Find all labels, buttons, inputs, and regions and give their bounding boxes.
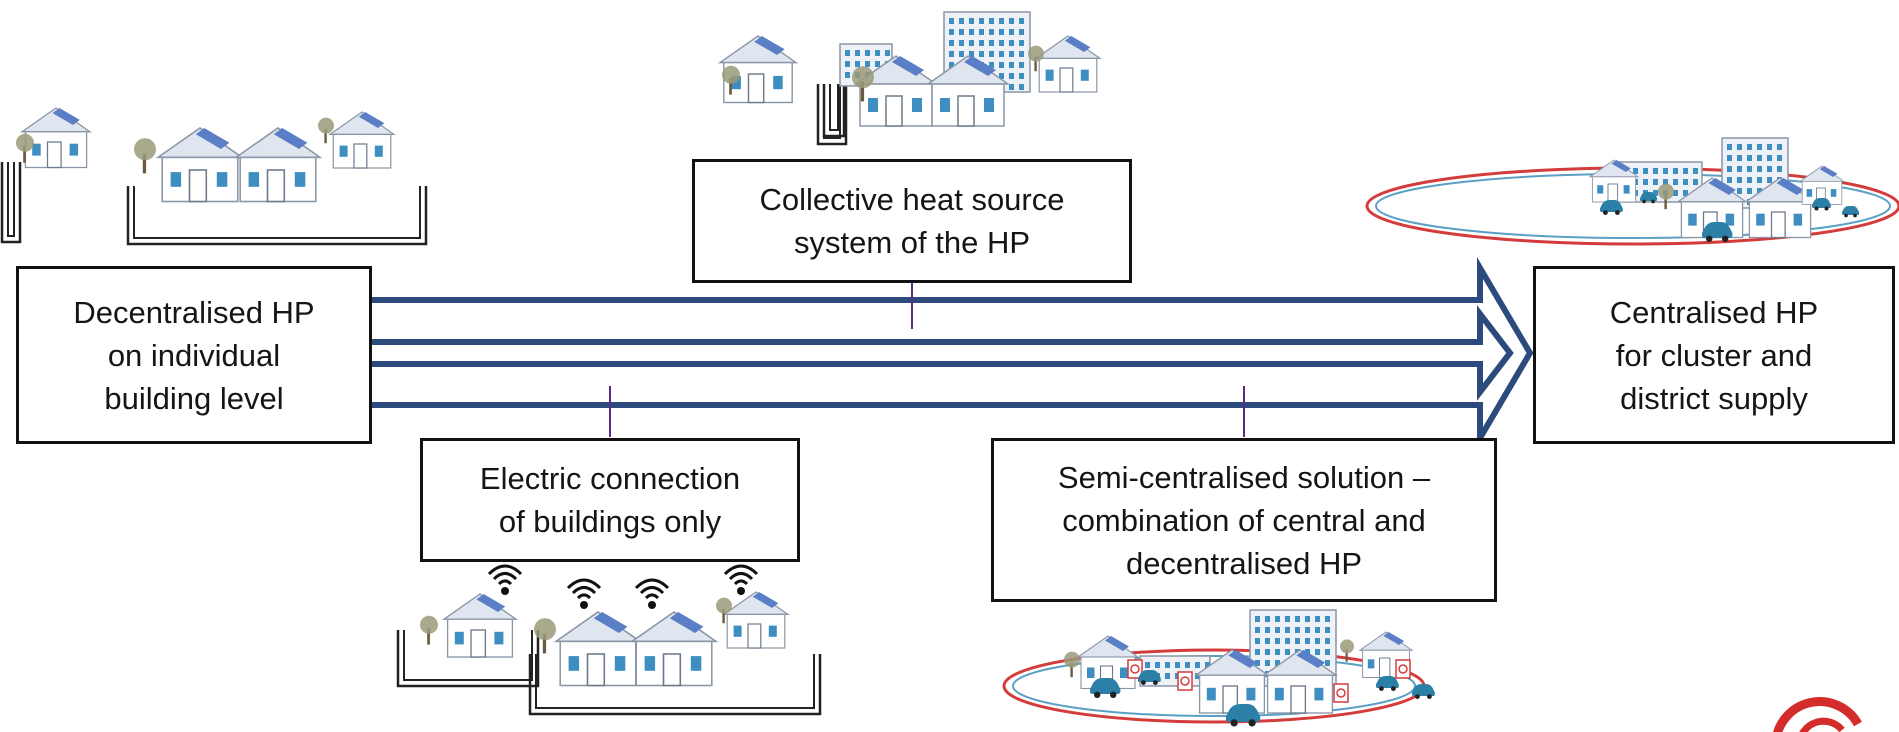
tree-icon	[716, 597, 732, 624]
solar-panel-icon	[593, 612, 628, 633]
tree-icon	[1340, 639, 1354, 662]
house-icon	[19, 107, 93, 169]
tree-icon	[1658, 183, 1674, 210]
node-line: of buildings only	[498, 504, 722, 539]
node-line: system of the HP	[793, 225, 1031, 260]
solar-panel-icon	[1105, 636, 1129, 651]
node-line: Collective heat source	[759, 182, 1065, 217]
house-icon	[925, 55, 1011, 127]
heat-pump-unit-icon	[1177, 671, 1193, 691]
car-icon	[1600, 200, 1623, 215]
node-line: for cluster and	[1615, 337, 1813, 373]
car-icon	[1702, 222, 1733, 242]
main-arrow	[372, 256, 1534, 450]
main-arrow-path	[372, 256, 1534, 450]
house-icon	[553, 611, 643, 687]
solar-panel-icon	[1228, 650, 1258, 668]
house-icon	[1261, 649, 1339, 714]
solar-panel-icon	[964, 56, 996, 76]
solar-panel-icon	[752, 592, 779, 608]
node-collective-heat-source: Collective heat source system of the HP	[692, 159, 1132, 283]
house-icon	[853, 55, 939, 127]
tree-icon	[722, 65, 740, 95]
tree-icon	[420, 615, 438, 645]
node-electric-connection: Electric connection of buildings only	[420, 438, 800, 562]
main-arrow-inner	[372, 305, 1514, 401]
node-line: combination of central and	[1062, 502, 1426, 538]
node-line: Electric connection	[479, 461, 741, 496]
car-icon	[1842, 206, 1860, 218]
solar-panel-icon	[1296, 650, 1326, 668]
logo-icon	[1773, 697, 1862, 732]
node-line: Semi-centralised solution –	[1057, 459, 1431, 495]
node-line: building level	[104, 380, 284, 416]
node-decentralised-hp: Decentralised HP on individual building …	[16, 266, 372, 444]
solar-panel-icon	[892, 56, 924, 76]
solar-panel-icon	[1819, 166, 1838, 177]
car-icon	[1090, 678, 1121, 698]
connectors	[609, 282, 1245, 437]
solar-panel-icon	[195, 128, 230, 149]
node-line: Decentralised HP	[73, 294, 315, 330]
node-centralised-hp: Centralised HP for cluster and district …	[1533, 266, 1895, 444]
wifi-icon	[634, 578, 670, 609]
wifi-icon	[487, 564, 523, 595]
tree-icon	[534, 618, 556, 654]
ground-probe-icon	[528, 654, 822, 716]
house-icon	[1798, 165, 1846, 205]
heat-pump-unit-icon	[1127, 659, 1143, 679]
ground-probe-icon	[396, 630, 540, 688]
house-icon	[233, 127, 323, 203]
ground-probe-icon	[0, 162, 22, 244]
car-icon	[1640, 192, 1658, 204]
ground-probe-icon	[126, 186, 428, 246]
node-line: district supply	[1620, 380, 1808, 416]
tree-icon	[16, 133, 34, 163]
solar-panel-icon	[476, 594, 506, 612]
node-line: on individual	[107, 337, 281, 373]
solar-panel-icon	[52, 108, 80, 125]
solar-panel-icon	[1708, 178, 1736, 195]
house-icon	[1743, 177, 1817, 239]
house-icon	[722, 591, 790, 649]
solar-panel-icon	[273, 128, 308, 149]
car-icon	[1226, 704, 1261, 727]
car-icon	[1376, 676, 1399, 691]
tree-icon	[1064, 651, 1080, 678]
node-line: decentralised HP	[1125, 545, 1363, 581]
ground-probe-icon	[822, 84, 846, 138]
solar-panel-icon	[1383, 632, 1405, 645]
car-icon	[1138, 670, 1161, 685]
solar-panel-icon	[1776, 178, 1804, 195]
solar-panel-icon	[1611, 160, 1631, 172]
car-icon	[1412, 684, 1435, 699]
house-icon	[1675, 177, 1749, 239]
solar-panel-icon	[1064, 36, 1091, 52]
heat-pump-unit-icon	[1333, 683, 1349, 703]
solar-panel-icon	[669, 612, 704, 633]
house-icon	[441, 593, 519, 658]
wifi-icon	[723, 564, 759, 595]
wifi-icon	[566, 578, 602, 609]
car-icon	[1812, 198, 1831, 211]
solar-panel-icon	[358, 112, 385, 128]
tree-icon	[1028, 45, 1044, 72]
house-icon	[629, 611, 719, 687]
house-icon	[1034, 35, 1102, 93]
solar-panel-icon	[754, 36, 785, 55]
node-line: Centralised HP	[1609, 294, 1819, 330]
house-icon	[328, 111, 396, 169]
house-icon	[155, 127, 245, 203]
tree-icon	[852, 66, 874, 102]
tree-icon	[134, 138, 156, 174]
node-semi-centralised: Semi-centralised solution – combination …	[991, 438, 1497, 602]
tree-icon	[318, 117, 334, 144]
heat-pump-unit-icon	[1395, 659, 1411, 679]
